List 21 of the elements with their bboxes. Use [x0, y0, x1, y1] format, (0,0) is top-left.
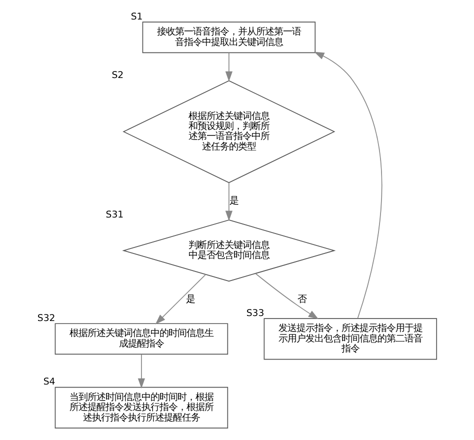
node-label: S32 — [37, 312, 56, 324]
edge-label: 是 — [186, 294, 196, 306]
node-label: S1 — [130, 11, 143, 22]
node-label: S2 — [112, 70, 124, 81]
arrow — [225, 182, 232, 221]
arrow — [138, 354, 146, 389]
edge-label: 是 — [230, 196, 239, 207]
node-box: 发送提示指令，所述提示指令用于提示用户发出包含时间信息的第二语音指令 — [264, 318, 438, 360]
arrow — [255, 273, 319, 320]
node-box: 当到所述时间信息中的时间时，根据所述提醒指令发送执行指令，根据所述执行指令执行所述提醒任务 — [54, 386, 228, 429]
node-label: S4 — [43, 376, 56, 388]
node-label: S31 — [106, 209, 124, 220]
node-box: 接收第一语音指令，并从所述第一语音指令中提取出关键词信息 — [142, 22, 316, 54]
arrow — [225, 52, 232, 82]
node-diamond: 根据所述关键词信息和预设规则，判断所述第一语音指令中所述任务的类型 — [122, 80, 336, 184]
edge-label: 否 — [297, 294, 306, 306]
node-diamond: 判断所述关键词信息中是否包含时间信息 — [122, 220, 336, 282]
node-box: 根据所述关键词信息中的时间信息生成提醒指令 — [54, 323, 228, 355]
node-label: S33 — [246, 308, 264, 319]
arrow — [155, 274, 206, 324]
arrow — [314, 52, 382, 319]
